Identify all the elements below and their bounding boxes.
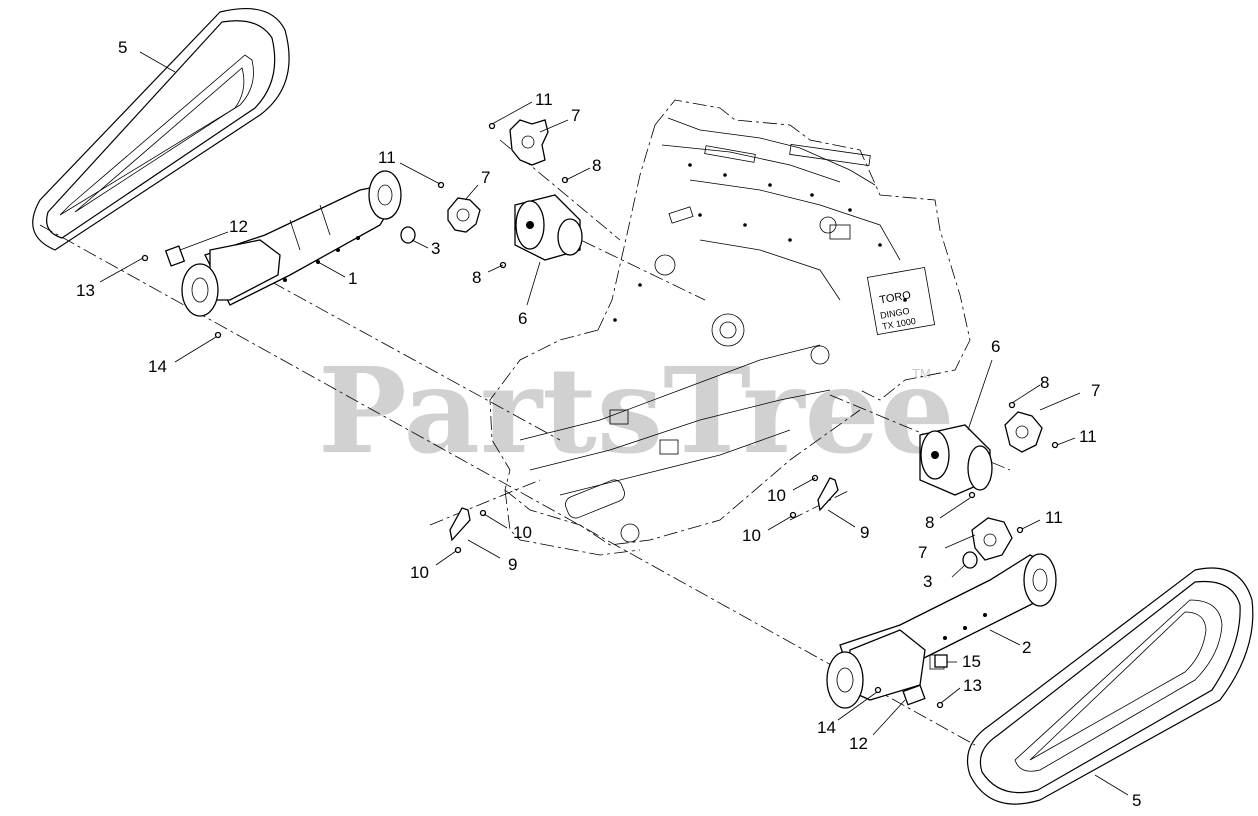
callout-13-left: 13 <box>76 281 95 300</box>
track-belt-right <box>966 567 1254 805</box>
callout-10-right-upper: 10 <box>767 486 786 505</box>
callout-5-upper: 5 <box>118 38 127 57</box>
callout-11-upper-right: 11 <box>1079 427 1097 446</box>
sprocket-upper-right <box>1004 411 1043 453</box>
callout-12-right: 12 <box>849 734 868 753</box>
watermark-text: PartsTree <box>318 341 955 480</box>
track-belt-left <box>32 8 290 251</box>
drive-motor-left <box>514 194 583 261</box>
callout-3-right: 3 <box>923 572 932 591</box>
bushing-right <box>962 551 978 569</box>
callout-8-upper-left: 8 <box>592 156 601 175</box>
bushing-left <box>400 226 416 244</box>
chassis-frame: TORO DINGO TX 1000 <box>489 99 971 556</box>
drive-motor-right <box>919 424 993 496</box>
callout-15: 15 <box>962 652 981 671</box>
sprocket-upper-left <box>509 119 549 166</box>
callout-9-right: 9 <box>860 523 869 542</box>
callout-7-upper-left: 7 <box>571 106 580 125</box>
callout-6-left: 6 <box>518 309 527 328</box>
callout-5-lower: 5 <box>1132 791 1141 810</box>
leader-lines <box>99 51 1129 796</box>
callout-10-right-lower: 10 <box>742 526 761 545</box>
callout-8-lower-right: 8 <box>925 513 934 532</box>
callout-7-upper-right: 7 <box>1091 381 1100 400</box>
sprocket-lower-right <box>971 517 1013 561</box>
decal-plate: TORO DINGO TX 1000 <box>866 266 936 336</box>
callout-14-right: 14 <box>817 718 836 737</box>
callout-7-mid-left: 7 <box>481 168 490 187</box>
callout-8-lower-left: 8 <box>472 268 481 287</box>
callout-11-mid-left: 11 <box>378 148 396 167</box>
track-frame-left <box>181 170 402 317</box>
strap-right <box>817 477 839 512</box>
callout-13-right: 13 <box>963 676 982 695</box>
fasteners <box>141 122 1059 709</box>
track-frame-right <box>826 553 1057 709</box>
callout-8-upper-right: 8 <box>1040 373 1049 392</box>
callout-1: 1 <box>348 269 357 288</box>
sprocket-mid-left <box>447 197 481 233</box>
callout-2: 2 <box>1022 638 1031 657</box>
callout-9-left: 9 <box>508 555 517 574</box>
callout-7-lower-right: 7 <box>918 543 927 562</box>
callout-10-left-lower: 10 <box>410 563 429 582</box>
callout-11-upper-left: 11 <box>535 90 553 109</box>
callout-12-left: 12 <box>229 217 248 236</box>
callout-3-left: 3 <box>431 239 440 258</box>
callout-6-right: 6 <box>991 337 1000 356</box>
callout-14-left: 14 <box>148 357 167 376</box>
strap-left <box>449 507 471 542</box>
callout-11-lower-right: 11 <box>1045 508 1063 527</box>
callouts: 5 5 1 2 3 3 6 6 7 7 7 7 8 8 8 8 9 9 10 1… <box>76 38 1141 810</box>
decal-brand: TORO <box>879 289 913 306</box>
callout-10-left-upper: 10 <box>513 523 532 542</box>
watermark-trademark: TM <box>912 366 931 381</box>
